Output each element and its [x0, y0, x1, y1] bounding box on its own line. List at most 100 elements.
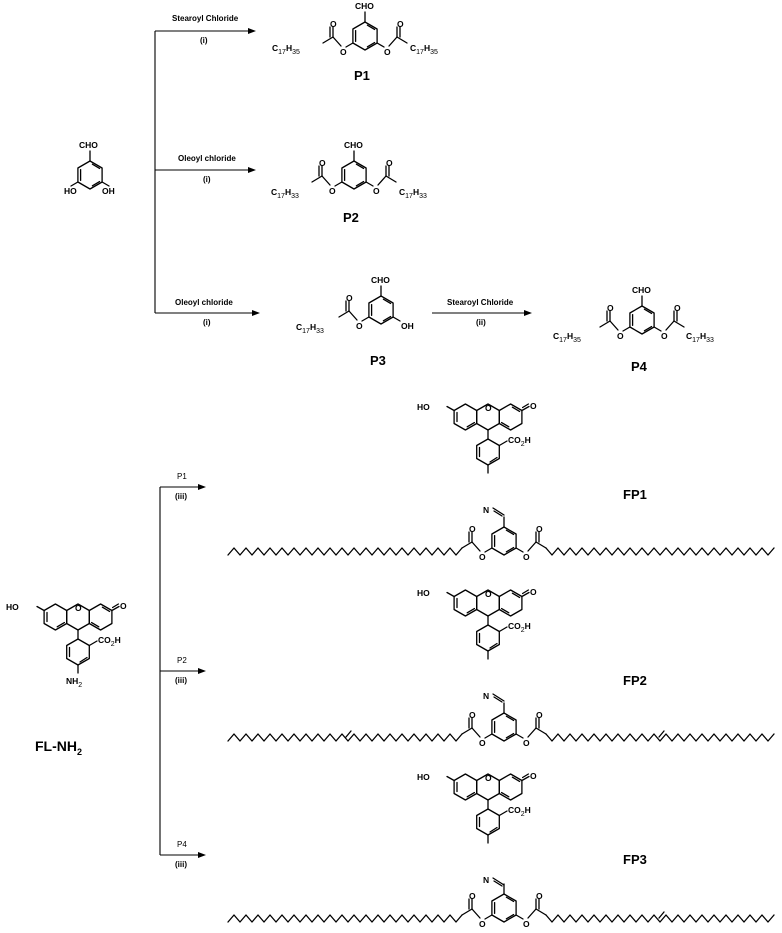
compound-fp1: HO O O CO2H N O O O O	[227, 401, 775, 562]
label-p1: P1	[354, 68, 370, 83]
oxygen-label: O	[485, 589, 492, 599]
c17h35-left: C17H35	[272, 43, 300, 56]
label-fp3: FP3	[623, 852, 647, 867]
reagent-f2: P2	[177, 656, 187, 665]
oxygen-label: O	[523, 552, 530, 562]
oxygen-label: O	[386, 158, 393, 168]
compound-p2: CHO O O O O C17H33 C17H33	[271, 140, 427, 200]
compound-p4: CHO O O O O C17H35 C17H33	[553, 285, 714, 344]
compound-fp3: HO O O CO2H N O O O O	[227, 771, 775, 929]
oxygen-label: O	[523, 738, 530, 748]
compound-p3: CHO O O OH C17H33	[296, 275, 414, 335]
co2h-label: CO2H	[508, 435, 531, 448]
ho-label: HO	[417, 588, 430, 598]
oxygen-label: O	[536, 524, 543, 534]
label-p3: P3	[370, 353, 386, 368]
c17h33-right: C17H33	[399, 187, 427, 200]
oxygen-label: O	[661, 331, 668, 341]
oxygen-label: O	[530, 771, 537, 781]
reagent-r1: Stearoyl Chloride	[172, 14, 239, 23]
oxygen-label: O	[617, 331, 624, 341]
condition-r4: (ii)	[476, 318, 486, 327]
oh-label: OH	[102, 186, 115, 196]
label-p2: P2	[343, 210, 359, 225]
label-fp2: FP2	[623, 673, 647, 688]
cho-label: CHO	[79, 140, 98, 150]
oxygen-label: O	[674, 303, 681, 313]
reagent-r2: Oleoyl chloride	[178, 154, 236, 163]
condition-f3: (iii)	[175, 860, 187, 869]
oxygen-label: O	[346, 293, 353, 303]
reagent-f3: P4	[177, 840, 187, 849]
reagent-r4: Stearoyl Chloride	[447, 298, 514, 307]
nh2-label: NH2	[66, 676, 82, 689]
c17h35-left: C17H35	[553, 331, 581, 344]
oxygen-label: O	[479, 919, 486, 929]
branch-top	[154, 28, 260, 316]
c17h33-left: C17H33	[271, 187, 299, 200]
condition-f1: (iii)	[175, 492, 187, 501]
oh-label: OH	[401, 321, 414, 331]
alkyl-chain-right	[545, 733, 775, 742]
c17h33-left: C17H33	[296, 322, 324, 335]
oxygen-label: O	[319, 158, 326, 168]
compound-p1: CHO O O O O C17H35 C17H35	[272, 1, 438, 57]
oxygen-label: O	[530, 587, 537, 597]
oxygen-label: O	[469, 710, 476, 720]
reagent-f1: P1	[177, 472, 187, 481]
oxygen-label: O	[356, 321, 363, 331]
oxygen-label: O	[536, 891, 543, 901]
label-fp1: FP1	[623, 487, 647, 502]
oxygen-label: O	[485, 773, 492, 783]
oxygen-label: O	[485, 403, 492, 413]
nitrogen-label: N	[483, 505, 489, 515]
c17h35-right: C17H35	[410, 43, 438, 56]
oxygen-label: O	[530, 401, 537, 411]
oxygen-label: O	[536, 710, 543, 720]
ho-label: HO	[6, 602, 19, 612]
oxygen-label: O	[329, 186, 336, 196]
c17h33-right: C17H33	[686, 331, 714, 344]
oxygen-label: O	[397, 19, 404, 29]
co2h-label: CO2H	[508, 621, 531, 634]
ho-label: HO	[417, 772, 430, 782]
oxygen-label: O	[479, 738, 486, 748]
oxygen-label: O	[384, 47, 391, 57]
condition-f2: (iii)	[175, 676, 187, 685]
oxygen-label: O	[469, 524, 476, 534]
label-p4: P4	[631, 359, 648, 374]
alkyl-chain-right	[545, 914, 775, 923]
oxygen-label: O	[373, 186, 380, 196]
cho-label: CHO	[355, 1, 374, 11]
alkyl-chain-left	[227, 547, 463, 556]
nitrogen-label: N	[483, 691, 489, 701]
condition-r3: (i)	[203, 318, 211, 327]
ho-label: HO	[417, 402, 430, 412]
oxygen-label: O	[469, 891, 476, 901]
cho-label: CHO	[344, 140, 363, 150]
oxygen-label: O	[120, 601, 127, 611]
cho-label: CHO	[632, 285, 651, 295]
oxygen-label: O	[340, 47, 347, 57]
condition-r1: (i)	[200, 36, 208, 45]
co2h-label: CO2H	[508, 805, 531, 818]
reagent-r3: Oleoyl chloride	[175, 298, 233, 307]
alkyl-chain-right	[545, 547, 775, 556]
cho-label: CHO	[371, 275, 390, 285]
nitrogen-label: N	[483, 875, 489, 885]
oxygen-label: O	[607, 303, 614, 313]
alkyl-chain-left	[227, 733, 463, 742]
arrow-p3-p4	[432, 310, 532, 316]
starting-benzaldehyde: CHO HO OH	[64, 140, 115, 196]
compound-fl-nh2: HO O O CO2H NH2	[6, 601, 127, 689]
alkyl-chain-left	[227, 914, 463, 923]
branch-bottom	[159, 484, 206, 858]
oxygen-label: O	[479, 552, 486, 562]
label-fl-nh2: FL-NH2	[35, 738, 82, 757]
condition-r2: (i)	[203, 175, 211, 184]
oxygen-label: O	[330, 19, 337, 29]
compound-fp2: HO O O CO2H N O O O O	[227, 587, 775, 748]
ho-label: HO	[64, 186, 77, 196]
oxygen-label: O	[75, 603, 82, 613]
